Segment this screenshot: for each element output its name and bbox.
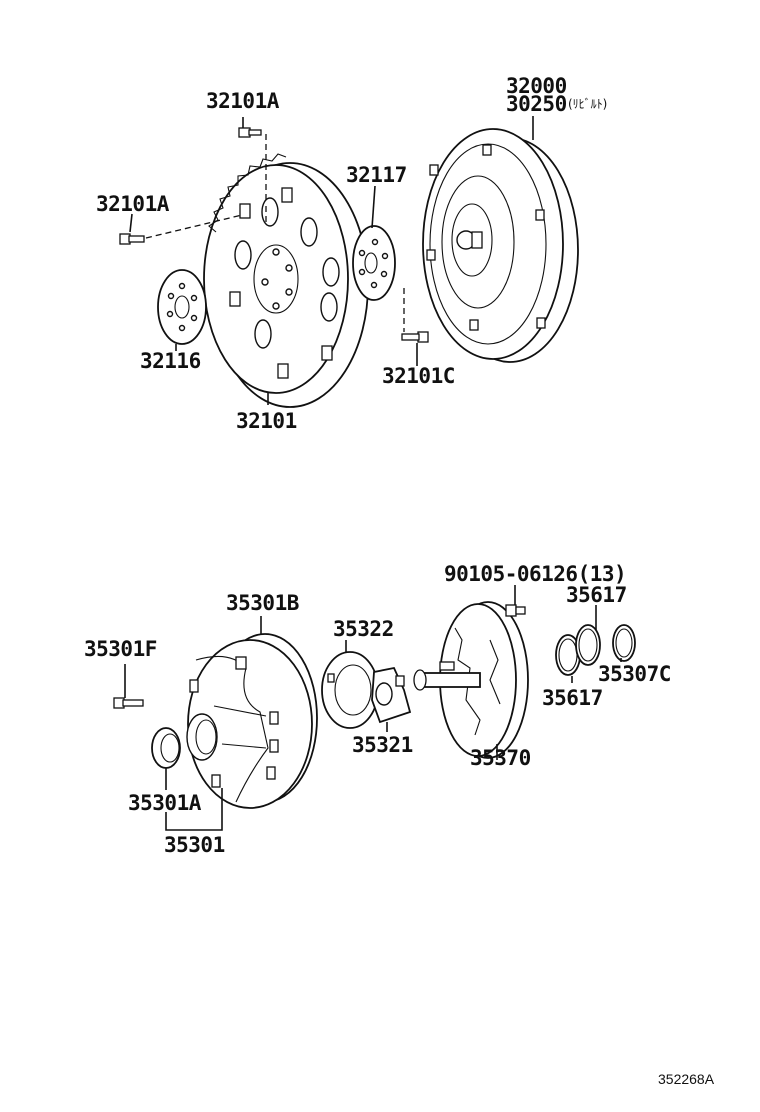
bolt-35301F-drawing — [113, 697, 144, 709]
seal-rings-drawing — [555, 624, 601, 676]
thrust-washer-drawing — [612, 624, 636, 662]
drive-gear-drawing — [371, 666, 412, 724]
oil-pump-body-drawing — [186, 633, 318, 809]
oil-seal-drawing — [151, 727, 181, 769]
label-32101C: 32101C — [382, 364, 455, 388]
label-35617-top: 35617 — [566, 583, 627, 607]
label-35301B: 35301B — [226, 591, 299, 615]
label-90105: 90105-06126(13) — [444, 562, 626, 586]
label-30250-note: (ﾘﾋﾞﾙﾄ) — [568, 97, 607, 111]
bolt-90105-drawing — [505, 604, 526, 617]
label-32000: 32000 — [506, 74, 567, 98]
label-35322: 35322 — [333, 617, 394, 641]
spacer-plate-32117-drawing — [352, 225, 396, 301]
bolt-32101A-top-drawing — [238, 127, 262, 138]
label-35370: 35370 — [470, 746, 531, 770]
drive-plate-drawing — [203, 153, 369, 408]
label-32117: 32117 — [346, 163, 407, 187]
stator-shaft-drawing — [413, 601, 529, 759]
label-35301F: 35301F — [84, 637, 157, 661]
label-35617-bottom: 35617 — [542, 686, 603, 710]
label-32116: 32116 — [140, 349, 201, 373]
diagram-reference: 352268A — [658, 1071, 715, 1087]
label-35307C: 35307C — [598, 662, 671, 686]
label-35321: 35321 — [352, 733, 413, 757]
driven-gear-drawing — [321, 651, 379, 729]
spacer-plate-32116-drawing — [157, 269, 207, 345]
label-30250: 30250 — [506, 92, 567, 116]
label-35301A: 35301A — [128, 791, 202, 815]
bolt-32101A-left-drawing — [119, 233, 145, 245]
label-32101A-left: 32101A — [96, 192, 170, 216]
label-35301: 35301 — [164, 833, 225, 857]
label-32101: 32101 — [236, 409, 297, 433]
label-32101A-top: 32101A — [206, 89, 280, 113]
torque-converter-drawing — [422, 128, 579, 363]
bolt-32101C-drawing — [401, 331, 429, 343]
